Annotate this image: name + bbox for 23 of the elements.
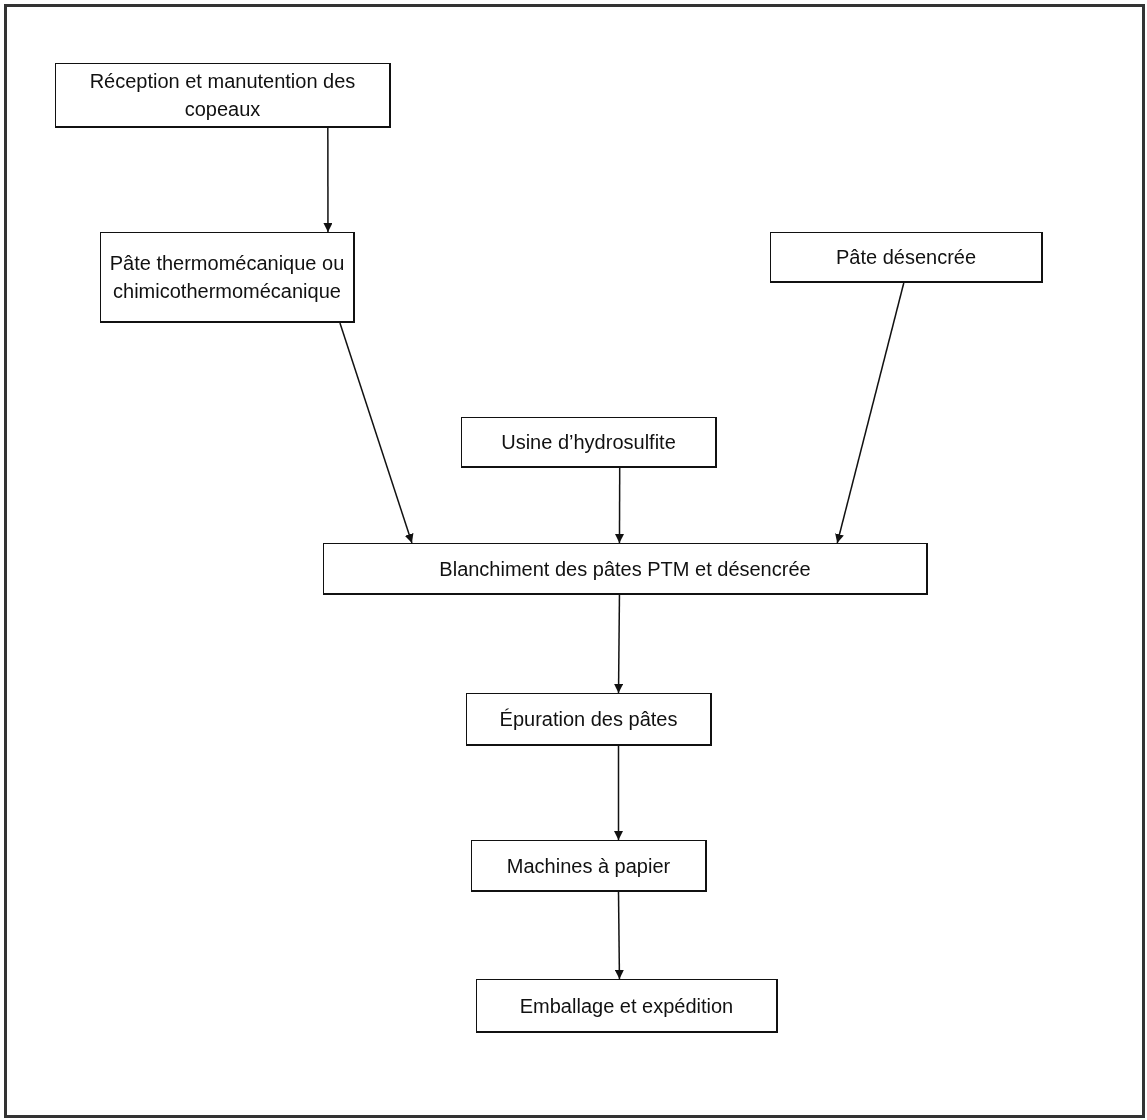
box-label: Machines à papier bbox=[506, 853, 671, 879]
process-box bbox=[471, 840, 707, 892]
box-label: Épuration des pâtes bbox=[499, 707, 678, 732]
process-box bbox=[476, 979, 778, 1033]
arrow bbox=[614, 745, 623, 841]
process-box bbox=[100, 232, 355, 323]
process-box bbox=[770, 232, 1043, 283]
arrow bbox=[615, 467, 624, 544]
process-box bbox=[55, 63, 391, 128]
box-label: Usine d’hydrosulfite bbox=[501, 430, 676, 455]
process-box bbox=[461, 417, 717, 468]
arrow bbox=[614, 891, 624, 980]
arrow bbox=[323, 127, 333, 233]
box-label: Emballage et expédition bbox=[519, 993, 734, 1019]
box-label: Pâte désencrée bbox=[835, 245, 977, 270]
process-box bbox=[323, 543, 928, 595]
arrow bbox=[339, 322, 414, 544]
arrow bbox=[835, 282, 905, 544]
box-label: Blanchiment des pâtes PTM et désencrée bbox=[439, 556, 811, 582]
box-label: Pâte thermomécanique ou chimicothermomécanique bbox=[108, 251, 346, 304]
process-box bbox=[466, 693, 712, 746]
box-label: Réception et manutention des copeaux bbox=[88, 69, 357, 122]
arrow bbox=[614, 594, 624, 694]
